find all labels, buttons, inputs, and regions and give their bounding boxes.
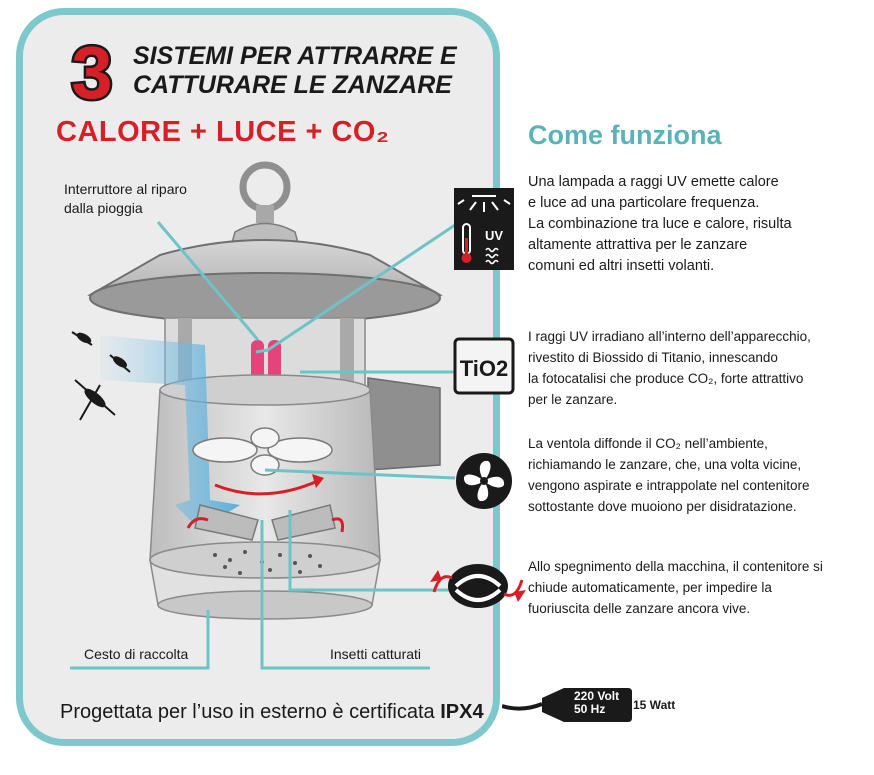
paragraph-fan-line: sottostante dove muoiono per disidratazi… <box>528 499 797 514</box>
switch-callout-line1: Interruttore al riparo <box>64 181 187 197</box>
paragraph-close-line: Allo spegnimento della macchina, il cont… <box>528 559 823 574</box>
how-it-works-title: Come funziona <box>528 120 722 150</box>
fan-icon <box>455 452 513 510</box>
power-plug-icon <box>502 682 634 728</box>
paragraph-fan-line: La ventola diffonde il CO₂ nell’ambiente… <box>528 436 768 451</box>
basket-callout: Cesto di raccolta <box>84 646 189 662</box>
auto-close-icon <box>430 560 526 612</box>
paragraph-uv-line: La combinazione tra luce e calore, risul… <box>528 216 792 232</box>
paragraph-tio2: I raggi UV irradiano all’interno dell’ap… <box>528 326 863 410</box>
switch-callout: Interruttore al riparo dalla pioggia <box>64 180 187 218</box>
paragraph-uv-line: altamente attrattiva per le zanzare <box>528 237 748 253</box>
paragraph-uv: Una lampada a raggi UV emette calore e l… <box>528 172 863 277</box>
ipx4-note: Progettata per l’uso in esterno è certif… <box>60 701 484 724</box>
leader-lines <box>70 221 456 670</box>
paragraph-tio2-line: rivestito di Biossido di Titanio, innesc… <box>528 350 778 365</box>
paragraph-close-line: chiude automaticamente, per impedire la <box>528 580 772 595</box>
headline-line1: SISTEMI PER ATTRARRE E <box>133 42 457 70</box>
switch-callout-line2: dalla pioggia <box>64 200 143 216</box>
paragraph-close-line: fuoriuscita delle zanzare ancora vive. <box>528 601 751 616</box>
paragraph-close: Allo spegnimento della macchina, il cont… <box>528 556 863 619</box>
wattage-label: 15 Watt <box>633 698 676 712</box>
uv-lamp-icon: UV <box>454 188 514 270</box>
subheadline: CALORE + LUCE + CO₂ <box>56 116 390 148</box>
headline: SISTEMI PER ATTRARRE E CATTURARE LE ZANZ… <box>133 42 483 100</box>
plug-voltage: 220 Volt <box>574 689 620 703</box>
ipx4-note-text: Progettata per l’uso in esterno è certif… <box>60 701 441 723</box>
mosquitoes <box>71 331 131 421</box>
trap-illustration <box>70 161 456 670</box>
paragraph-fan-line: richiamando le zanzare, che, una volta v… <box>528 457 802 472</box>
uv-label: UV <box>485 228 503 243</box>
paragraph-fan: La ventola diffonde il CO₂ nell’ambiente… <box>528 433 863 517</box>
tio2-label: TiO2 <box>460 356 509 381</box>
roof-rim <box>89 272 441 324</box>
plug-frequency: 50 Hz <box>574 702 606 716</box>
paragraph-uv-line: comuni ed altri insetti volanti. <box>528 258 715 274</box>
hanging-ring <box>239 161 291 213</box>
tio2-icon: TiO2 <box>452 336 516 396</box>
number-three: 3 <box>71 38 112 104</box>
headline-line2: CATTURARE LE ZANZARE <box>133 71 452 99</box>
side-bracket <box>367 377 441 471</box>
ring-mount <box>256 205 274 223</box>
paragraph-tio2-line: I raggi UV irradiano all’interno dell’ap… <box>528 329 811 344</box>
paragraph-uv-line: Una lampada a raggi UV emette calore <box>528 174 779 190</box>
paragraph-tio2-line: la fotocatalisi che produce CO₂, forte a… <box>528 371 804 386</box>
fan-blades <box>192 427 333 476</box>
insects-callout: Insetti catturati <box>330 646 422 662</box>
air-flow-arrow <box>100 335 240 530</box>
paragraph-tio2-line: per le zanzare. <box>528 392 618 407</box>
paragraph-uv-line: e luce ad una particolare frequenza. <box>528 195 760 211</box>
captured-insects <box>213 550 322 575</box>
ipx4-rating: IPX4 <box>440 701 484 723</box>
paragraph-fan-line: vengono aspirate e intrappolate nel cont… <box>528 478 810 493</box>
number-badge: 3 <box>58 38 126 104</box>
